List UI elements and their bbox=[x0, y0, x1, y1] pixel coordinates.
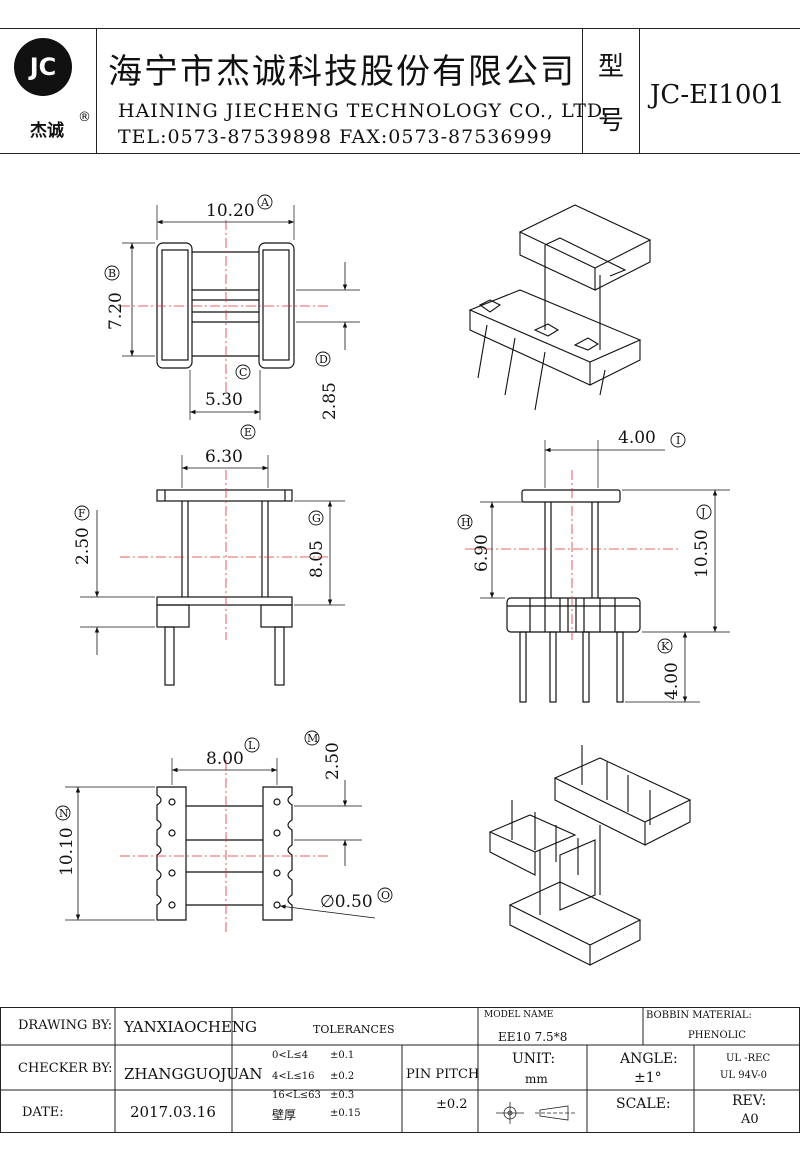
date-label: DATE: bbox=[22, 1105, 64, 1120]
checker-by-value: ZHANGGUOJUAN bbox=[124, 1065, 263, 1083]
tag-N: N bbox=[59, 807, 69, 820]
tag-F: F bbox=[78, 507, 86, 520]
dim-M-value: 2.50 bbox=[323, 742, 343, 780]
tol-range-0: 0<L≤4 bbox=[272, 1050, 309, 1061]
bobbin-material-value: PHENOLIC bbox=[688, 1030, 746, 1041]
tag-H: H bbox=[461, 516, 471, 529]
technical-drawing: 10.20 7.20 5.30 2.85 6.30 2.50 8.05 6.90… bbox=[55, 194, 730, 966]
tol-range-3: 壁厚 bbox=[272, 1108, 297, 1122]
dim-G-value: 8.05 bbox=[307, 540, 327, 578]
company-name-cn: 海宁市杰诚科技股份有限公司 bbox=[108, 52, 576, 92]
tol-range-2: 16<L≤63 bbox=[272, 1090, 321, 1101]
pin-pitch-label: PIN PITCH bbox=[406, 1067, 480, 1082]
tol-value-0: ±0.1 bbox=[330, 1050, 355, 1061]
pin-pitch-tol: ±0.2 bbox=[436, 1097, 468, 1112]
dim-F-value: 2.50 bbox=[73, 527, 93, 565]
top-view bbox=[120, 205, 360, 420]
dim-H-value: 6.90 bbox=[472, 534, 492, 572]
tolerances-label: TOLERANCES bbox=[313, 1023, 395, 1036]
dim-J-value: 10.50 bbox=[692, 529, 712, 578]
rev-value: A0 bbox=[741, 1112, 759, 1127]
isometric-view-bottom bbox=[488, 745, 692, 966]
isometric-view-top bbox=[468, 204, 652, 411]
dimension-labels: 10.20 7.20 5.30 2.85 6.30 2.50 8.05 6.90… bbox=[57, 201, 712, 912]
tag-O: O bbox=[381, 889, 390, 902]
tol-value-3: ±0.15 bbox=[330, 1108, 361, 1119]
tag-J: J bbox=[700, 506, 705, 519]
tag-B: B bbox=[108, 267, 116, 280]
tag-D: D bbox=[319, 353, 328, 366]
dim-C-value: 5.30 bbox=[205, 390, 243, 410]
dim-E-value: 6.30 bbox=[205, 447, 243, 467]
logo-subtitle: 杰诚 bbox=[30, 121, 64, 141]
unit-value: mm bbox=[525, 1072, 548, 1086]
tag-K: K bbox=[661, 640, 670, 653]
tag-C: C bbox=[239, 366, 247, 379]
model-label-char-2: 号 bbox=[598, 106, 625, 136]
model-name-label: MODEL NAME bbox=[484, 1010, 554, 1020]
model-code: JC-EI1001 bbox=[650, 80, 785, 110]
dim-B-value: 7.20 bbox=[106, 292, 126, 330]
rev-label: REV: bbox=[732, 1093, 767, 1109]
dim-O-value: ∅0.50 bbox=[320, 892, 373, 912]
registered-mark: ® bbox=[78, 110, 91, 125]
model-label-char-1: 型 bbox=[598, 52, 625, 82]
drawing-by-label: DRAWING BY: bbox=[18, 1018, 113, 1033]
company-logo: JC bbox=[14, 38, 72, 96]
ul-rec: UL -REC bbox=[726, 1053, 771, 1064]
tol-value-2: ±0.3 bbox=[330, 1090, 355, 1101]
tol-value-1: ±0.2 bbox=[330, 1071, 355, 1082]
checker-by-label: CHECKER BY: bbox=[18, 1061, 113, 1076]
dim-K-value: 4.00 bbox=[662, 662, 682, 700]
tag-G: G bbox=[312, 512, 321, 525]
tag-I: I bbox=[676, 434, 680, 447]
tag-L: L bbox=[248, 739, 256, 752]
dimension-tags: A B C D E F G H I J K L M N O bbox=[55, 194, 712, 903]
dim-N-value: 10.10 bbox=[57, 827, 77, 876]
dim-I-value: 4.00 bbox=[618, 428, 656, 448]
bottom-view bbox=[65, 758, 376, 935]
dim-D-value: 2.85 bbox=[320, 382, 340, 420]
dim-L-value: 8.00 bbox=[206, 749, 244, 769]
side-view bbox=[465, 440, 730, 703]
bobbin-material-label: BOBBIN MATERIAL: bbox=[646, 1010, 752, 1021]
model-name-value: EE10 7.5*8 bbox=[498, 1030, 568, 1044]
drawing-by-value: YANXIAOCHENG bbox=[124, 1018, 258, 1036]
company-name-en: HAINING JIECHENG TECHNOLOGY CO., LTD. bbox=[118, 100, 610, 122]
tag-A: A bbox=[260, 196, 270, 209]
logo-cell bbox=[0, 28, 97, 154]
scale-label: SCALE: bbox=[616, 1096, 671, 1112]
tol-range-1: 4<L≤16 bbox=[272, 1071, 315, 1082]
header-frame bbox=[0, 28, 800, 154]
angle-value: ±1° bbox=[634, 1070, 662, 1086]
company-contact: TEL:0573-87539898 FAX:0573-87536999 bbox=[118, 126, 553, 148]
unit-label: UNIT: bbox=[512, 1051, 556, 1067]
tag-M: M bbox=[307, 732, 318, 745]
tag-E: E bbox=[244, 426, 252, 439]
date-value: 2017.03.16 bbox=[130, 1103, 216, 1121]
front-view bbox=[80, 455, 345, 686]
model-label-cell bbox=[582, 28, 640, 154]
projection-symbol bbox=[496, 1102, 575, 1124]
title-block-grid bbox=[0, 1007, 800, 1133]
ul-94v0: UL 94V-0 bbox=[720, 1070, 768, 1081]
angle-label: ANGLE: bbox=[620, 1051, 678, 1067]
dim-A-value: 10.20 bbox=[206, 201, 255, 221]
